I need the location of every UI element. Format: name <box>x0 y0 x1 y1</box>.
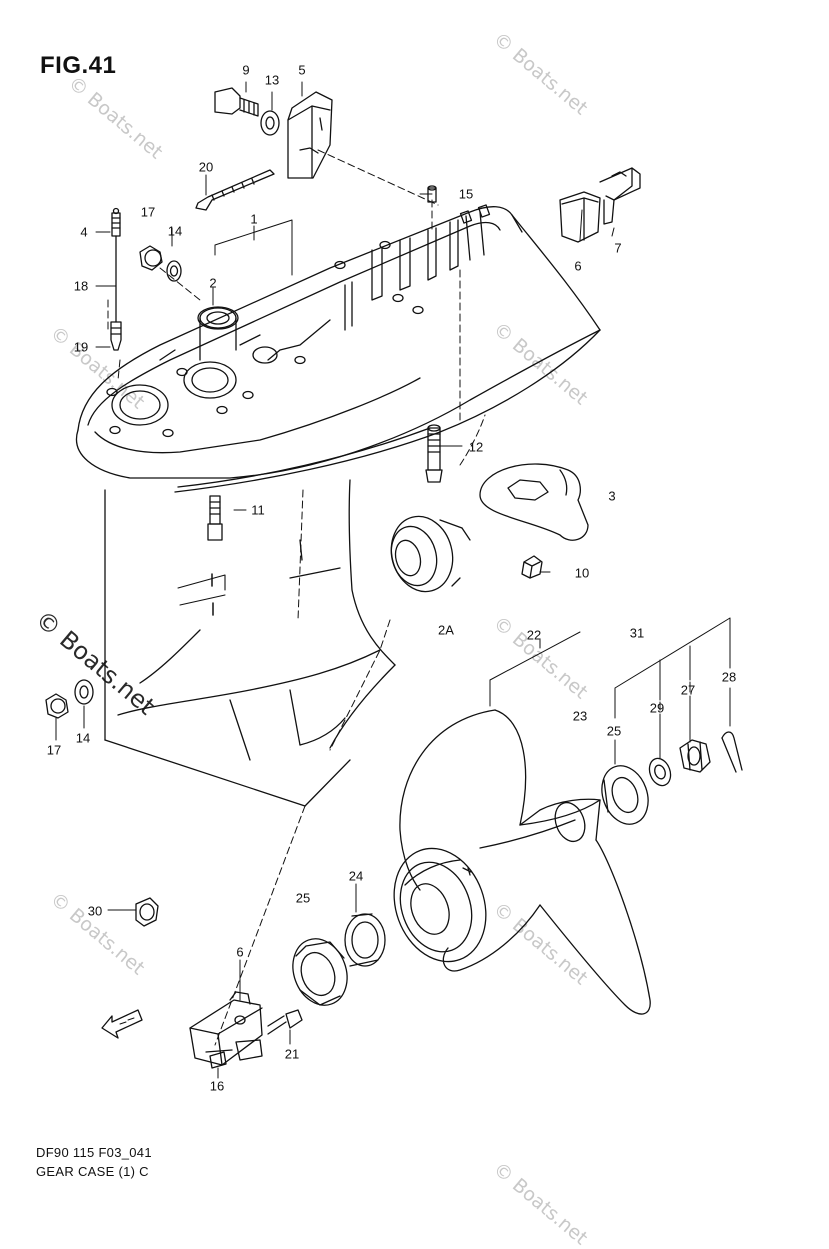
part-11-bolt <box>207 495 223 541</box>
leader-lines <box>55 81 731 1079</box>
part-label-3: 3 <box>608 488 616 504</box>
part-25-hub-lower <box>292 938 348 1006</box>
part-label-2: 2 <box>209 275 217 291</box>
part-18-rod <box>110 207 122 351</box>
part-17-plug-upper <box>139 245 182 282</box>
part-label-16: 16 <box>209 1078 225 1094</box>
part-label-6-lower: 6 <box>236 944 244 960</box>
part-25-washer-right <box>601 765 649 825</box>
part-label-27: 27 <box>680 682 696 698</box>
part-3-anode <box>479 463 589 541</box>
part-label-11: 11 <box>251 502 265 518</box>
part-22-propeller <box>393 709 651 1015</box>
part-label-9: 9 <box>242 62 250 78</box>
part-label-31: 31 <box>629 625 645 641</box>
assembly-lines <box>107 149 486 1046</box>
figure-title: FIG.41 <box>40 52 117 79</box>
part-17-plug-lower <box>45 679 94 719</box>
exploded-view-drawing <box>45 81 743 1079</box>
part-label-4: 4 <box>80 224 88 240</box>
part-6-clip-lower <box>189 991 263 1066</box>
part-label-10: 10 <box>574 565 590 581</box>
part-20-clip <box>195 169 275 211</box>
part-label-14-lower: 14 <box>75 730 91 746</box>
part-label-21: 21 <box>284 1046 300 1062</box>
part-label-1: 1 <box>250 211 258 227</box>
part-16-cap <box>209 1039 263 1069</box>
part-label-23: 23 <box>572 708 588 724</box>
part-24-spacer <box>344 913 386 967</box>
part-label-28: 28 <box>721 669 737 685</box>
part-label-12: 12 <box>468 439 484 455</box>
front-arrow-icon <box>101 1009 143 1039</box>
part-label-30: 30 <box>87 903 103 919</box>
part-label-13: 13 <box>264 72 280 88</box>
part-label-15: 15 <box>458 186 474 202</box>
part-13-washer <box>260 110 280 136</box>
part-21-bolt <box>267 1009 303 1035</box>
part-label-17-upper: 17 <box>140 204 156 220</box>
part-28-cotter-pin <box>721 731 743 773</box>
part-label-22: 22 <box>526 627 542 643</box>
part-label-29: 29 <box>649 700 665 716</box>
parts-diagram-page: © Boats.net © Boats.net © Boats.net © Bo… <box>30 28 743 1249</box>
part-label-24: 24 <box>348 868 364 884</box>
part-30-plug <box>135 897 159 927</box>
part-6-clip-upper <box>559 191 601 243</box>
part-label-14-upper: 14 <box>167 223 183 239</box>
part-label-17-lower: 17 <box>46 742 62 758</box>
part-label-7: 7 <box>614 240 622 256</box>
part-10-nut <box>521 555 543 579</box>
part-2a-bearing <box>390 515 471 593</box>
part-5-cover <box>287 91 333 179</box>
part-label-6-upper: 6 <box>574 258 582 274</box>
footer-figure-code: DF90 115 F03_041 <box>36 1145 152 1160</box>
part-7-bracket <box>599 167 641 225</box>
part-12-bolt <box>425 424 443 483</box>
gear-case-body <box>75 204 601 807</box>
part-label-25-lower: 25 <box>295 890 311 906</box>
part-label-19: 19 <box>73 339 89 355</box>
part-label-20: 20 <box>198 159 214 175</box>
part-15-pin <box>427 185 437 203</box>
part-9-bolt <box>214 87 259 117</box>
part-label-25-right: 25 <box>606 723 622 739</box>
part-2-bushing <box>197 306 239 330</box>
part-27-nut <box>679 739 711 773</box>
part-label-5: 5 <box>298 62 306 78</box>
part-label-18: 18 <box>73 278 89 294</box>
part-label-2a: 2A <box>438 622 454 638</box>
part-29-washer <box>648 757 672 787</box>
footer-figure-name: GEAR CASE (1) C <box>36 1164 149 1179</box>
